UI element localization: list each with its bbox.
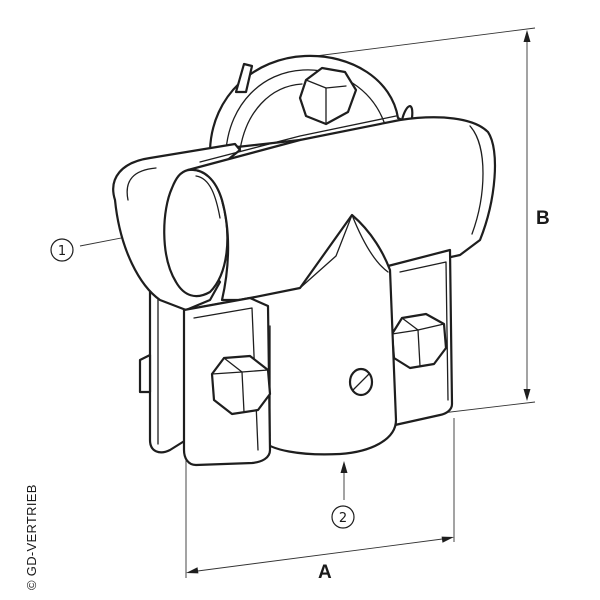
callout-2: 2 <box>331 461 355 529</box>
copyright-notice: © GD-VERTRIEB <box>24 484 39 590</box>
front-socket-body <box>184 213 398 456</box>
main-tube-body <box>186 116 497 302</box>
dimension-a: A <box>185 418 455 583</box>
dimension-a-label: A <box>318 562 332 583</box>
hex-bolt-left <box>210 354 272 416</box>
callout-2-number: 2 <box>339 511 347 526</box>
hex-bolt-right <box>390 312 448 370</box>
dimension-b-label: B <box>536 208 550 229</box>
left-clamp-plate <box>148 283 188 454</box>
grub-screw <box>348 367 374 397</box>
clamp-part <box>112 54 497 467</box>
callout-1-number: 1 <box>58 244 66 259</box>
hex-bolt-top <box>298 66 358 126</box>
